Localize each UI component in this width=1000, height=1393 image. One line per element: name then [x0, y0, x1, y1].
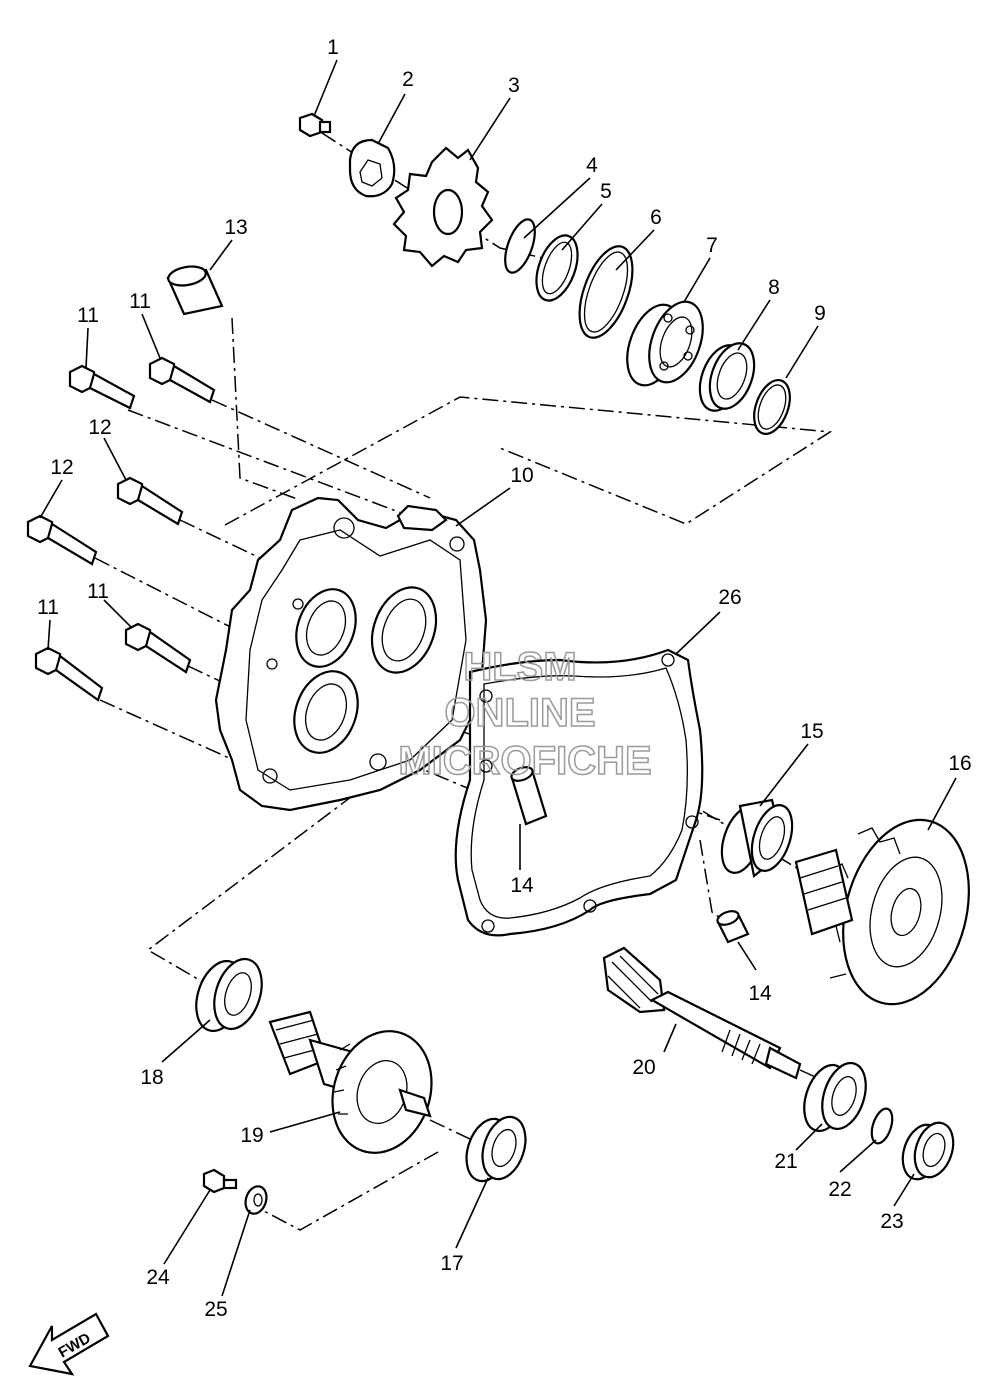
part-18-bearing — [195, 957, 263, 1033]
callout-23: 23 — [880, 1210, 903, 1233]
callout-17: 17 — [440, 1252, 463, 1275]
part-25-washer — [244, 1185, 268, 1215]
callout-10: 10 — [510, 464, 533, 487]
part-5-washer — [535, 234, 579, 302]
part-13-collar — [166, 265, 224, 316]
callout-8: 8 — [768, 276, 780, 299]
callout-11c: 11 — [87, 580, 109, 603]
bolt-11-b — [148, 356, 216, 404]
callout-14b: 14 — [748, 982, 772, 1005]
part-10-case-cover — [214, 496, 488, 812]
part-16-gear — [794, 818, 970, 1006]
callout-11d: 11 — [37, 596, 59, 619]
callout-20: 20 — [632, 1056, 655, 1079]
callout-11a: 11 — [77, 304, 99, 327]
part-21-bearing — [803, 1061, 867, 1133]
part-23-seal — [901, 1121, 955, 1181]
callout-1: 1 — [327, 36, 339, 59]
watermark-line-1: HLSM — [463, 645, 576, 689]
callout-24: 24 — [146, 1266, 170, 1289]
callout-18: 18 — [140, 1066, 163, 1089]
watermark-line-3: MICROFICHE — [398, 739, 651, 783]
callout-12a: 12 — [88, 416, 111, 439]
part-15-needle-bearing — [720, 798, 794, 878]
callout-5: 5 — [600, 180, 612, 203]
bolt-11-a — [68, 364, 136, 410]
callout-2: 2 — [402, 68, 414, 91]
callout-25: 25 — [204, 1298, 227, 1321]
callout-26: 26 — [718, 586, 741, 609]
part-8-oil-seal — [698, 342, 756, 412]
callout-19: 19 — [240, 1124, 263, 1147]
part-3-sprocket — [392, 146, 494, 268]
part-6-circlip — [578, 245, 634, 339]
callout-22: 22 — [828, 1178, 851, 1201]
part-2-lock-plate — [348, 138, 396, 198]
part-19-gear-shaft — [268, 1010, 433, 1154]
part-4-circlip — [504, 218, 536, 274]
callout-6: 6 — [650, 206, 662, 229]
part-14-dowel-b — [716, 910, 750, 944]
callout-12b: 12 — [50, 456, 73, 479]
callout-3: 3 — [508, 74, 520, 97]
callout-16: 16 — [948, 752, 971, 775]
callout-13: 13 — [224, 216, 247, 239]
bolt-11-c — [124, 622, 192, 674]
callout-15: 15 — [800, 720, 823, 743]
part-9-circlip — [753, 379, 791, 435]
part-1-bolt — [298, 112, 332, 138]
callout-4: 4 — [586, 154, 598, 177]
leader-lines — [39, 59, 957, 1297]
bolt-12-b — [26, 514, 98, 566]
part-7-bearing — [626, 300, 704, 387]
callout-21: 21 — [774, 1150, 797, 1173]
bolt-11-d — [34, 646, 104, 702]
part-20-shaft — [602, 946, 802, 1080]
fwd-arrow-icon: FWD — [28, 1312, 110, 1376]
part-14-dowel-a — [510, 766, 548, 826]
part-24-bolt — [202, 1168, 238, 1194]
watermark: HLSM ONLINE MICROFICHE — [398, 644, 653, 784]
bolt-12-a — [116, 476, 184, 526]
callout-9: 9 — [814, 302, 826, 325]
bolts-group — [26, 356, 216, 702]
callout-11b: 11 — [129, 290, 151, 313]
callout-14a: 14 — [510, 874, 534, 897]
callout-labels: 1 2 3 4 5 6 7 8 9 10 11 11 11 11 12 12 1… — [37, 36, 972, 1321]
part-26-gasket — [454, 648, 704, 937]
watermark-line-2: ONLINE — [444, 691, 595, 735]
callout-7: 7 — [706, 234, 718, 257]
part-17-bearing — [465, 1115, 527, 1183]
part-22-circlip — [870, 1107, 894, 1145]
